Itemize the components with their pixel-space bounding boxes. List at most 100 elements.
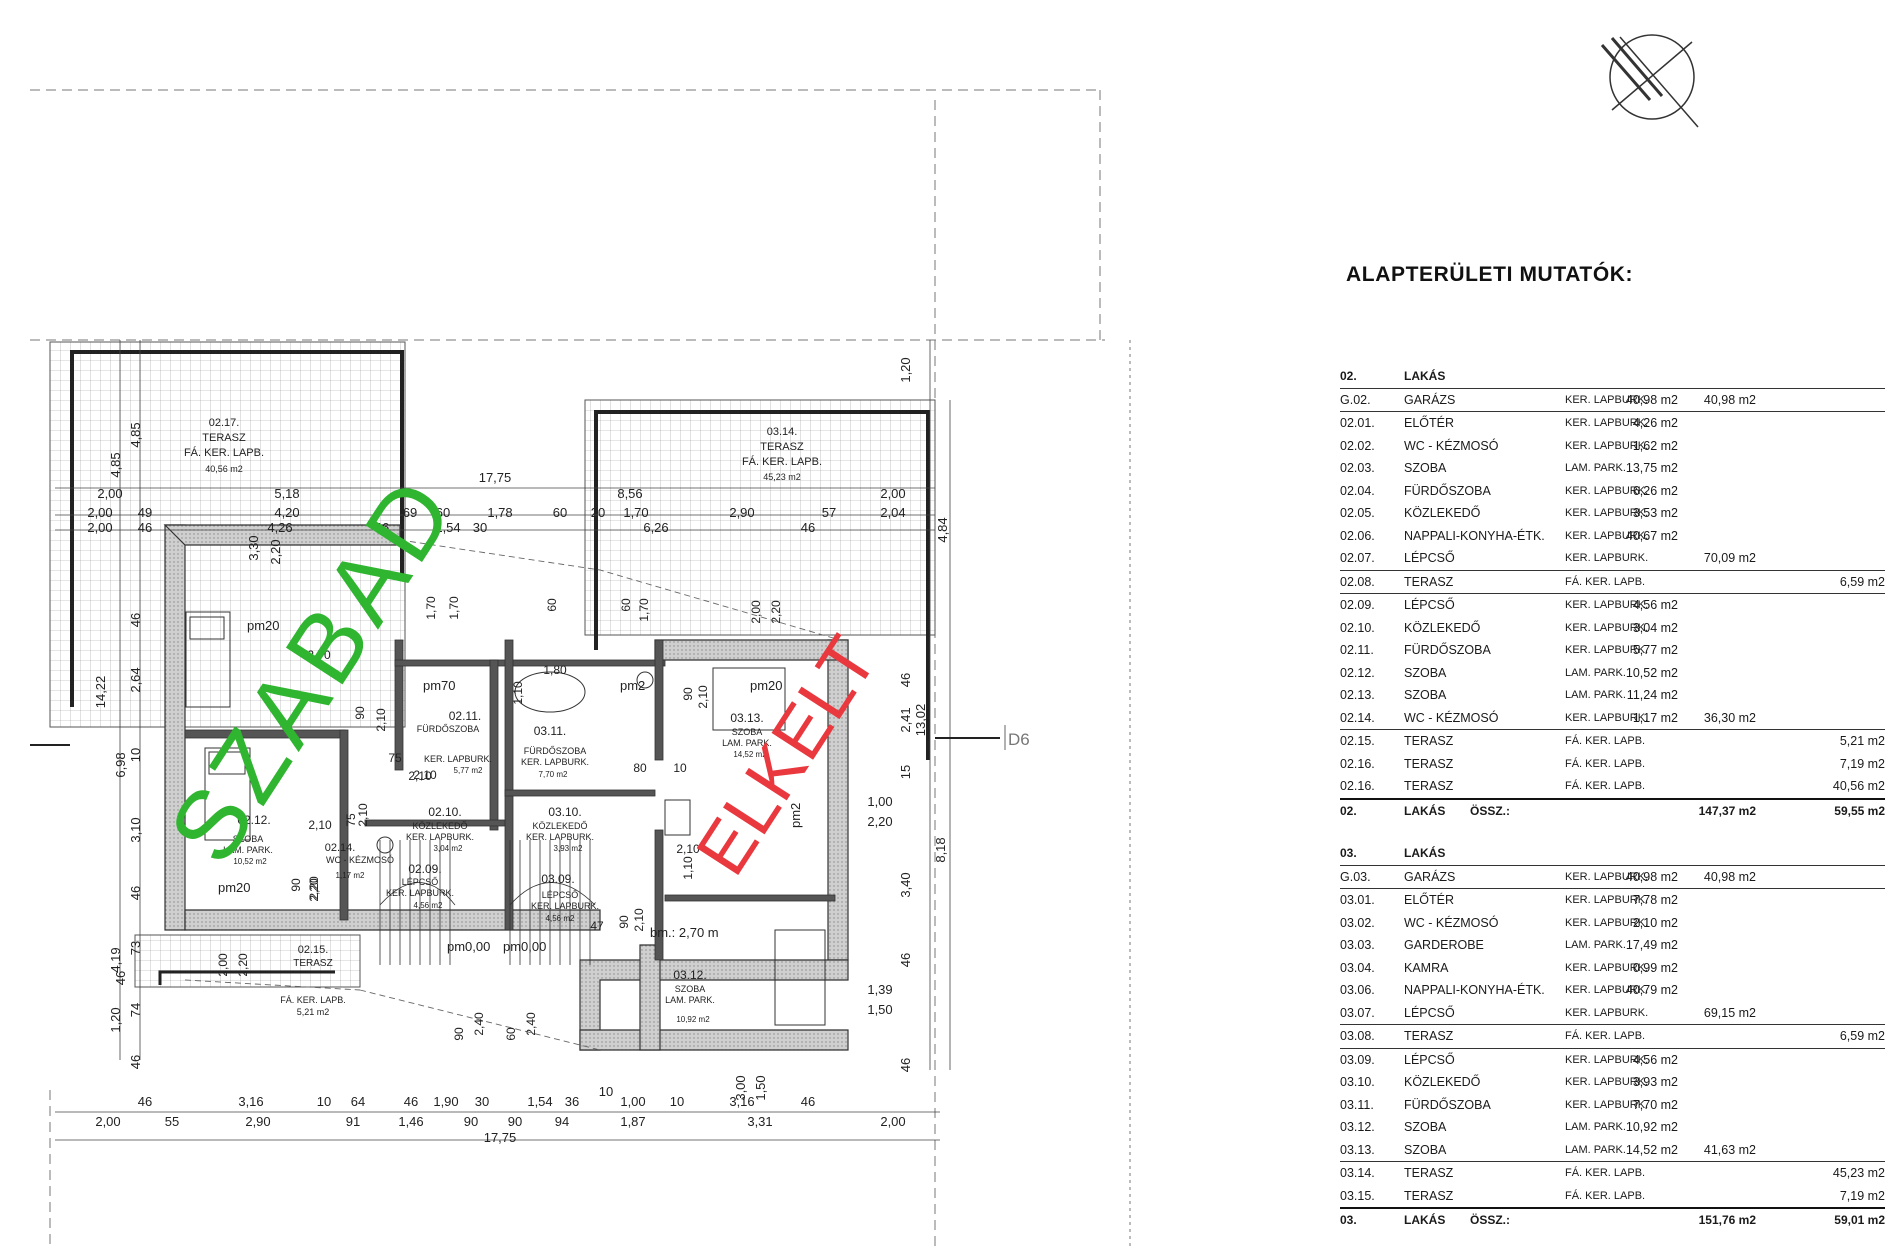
room-code: 02.14. <box>1340 710 1375 725</box>
dimension-label: 1,39 <box>867 982 892 997</box>
total-area: 151,76 m2 <box>1698 1213 1756 1227</box>
floor-finish: KER. LAPBURK. <box>1565 439 1649 452</box>
dimension-label: 1,54 <box>527 1094 552 1109</box>
dimension-numbers-bottom: 2,00 46 55 3,16 2,90 10 64 91 46 1,46 1,… <box>95 1084 905 1145</box>
bathtub-icon <box>514 671 586 713</box>
terrace-area: 40,56 m2 <box>205 464 243 474</box>
room-area: 5,77 m2 <box>454 766 483 775</box>
dimension-label: 2,10 <box>374 708 388 732</box>
dimension-label: 2,10 <box>408 769 432 783</box>
room-area: 40,98 m2 <box>1625 392 1678 407</box>
floor-finish: FÁ. KER. LAPB. <box>1565 735 1646 747</box>
room-area: 5,77 m2 <box>1632 643 1678 657</box>
room-area: 2,10 m2 <box>1632 915 1678 930</box>
floor-finish: KER. LAPBURK. <box>1565 484 1649 497</box>
dimension-label: 1,70 <box>623 505 648 520</box>
total-label: ÖSSZ.: <box>1470 1213 1511 1227</box>
room-code: 03.09. <box>541 872 574 886</box>
dimension-label: 2,90 <box>729 505 754 520</box>
dimension-label: 1,50 <box>753 1075 768 1100</box>
terrace-area: 45,23 m2 <box>1832 1166 1885 1180</box>
room-name: NAPPALI-KONYHA-ÉTK. <box>1404 983 1545 997</box>
room-code: 03.13. <box>730 711 763 725</box>
dimension-label: 1,50 <box>867 1002 892 1017</box>
room-name: FÜRDŐSZOBA <box>417 724 480 734</box>
total-name: LAKÁS <box>1404 1213 1446 1227</box>
room-code: 03.06. <box>1340 983 1375 997</box>
room-code: 03.04. <box>1340 960 1375 975</box>
dimension-label: 36 <box>565 1094 579 1109</box>
dimension-label: 2,20 <box>769 600 783 624</box>
dimension-label: 13,02 <box>913 704 928 737</box>
dimension-label: 5,18 <box>274 486 299 501</box>
bed-icon <box>712 667 786 731</box>
terrace-area: 5,21 m2 <box>297 1007 330 1017</box>
schedule-row: 03.06.NAPPALI-KONYHA-ÉTK.KER. LAPBURK.40… <box>1340 979 1885 1002</box>
dimension-label: 46 <box>898 673 913 687</box>
terrace-floor: FÁ. KER. LAPB. <box>280 995 346 1005</box>
dimension-label: 2,00 <box>87 520 112 535</box>
wc-icon <box>376 836 394 854</box>
group-area: 69,15 m2 <box>1703 1005 1756 1020</box>
room-area: 14,52 m2 <box>733 750 767 759</box>
group-area: 40,98 m2 <box>1703 392 1756 407</box>
bed-icon <box>774 929 826 1026</box>
room-area: 10,52 m2 <box>1625 665 1678 680</box>
section-name: LAKÁS <box>1404 369 1446 383</box>
room-code: 03.11. <box>534 724 566 738</box>
dimension-label: 80 <box>633 761 647 775</box>
floor-finish: KER. LAPBURK. <box>1565 507 1649 519</box>
room-area: 3,53 m2 <box>1632 506 1678 520</box>
dimension-label: 90 <box>353 706 367 720</box>
room-name: WC - KÉZMOSÓ <box>1404 915 1499 930</box>
dimension-label: 1,78 <box>487 505 512 520</box>
stairs <box>379 840 596 965</box>
floor-finish: KER. LAPBURK. <box>1565 599 1649 611</box>
total-code: 03. <box>1340 1213 1357 1227</box>
room-code: 03.10. <box>548 805 581 819</box>
room-area: 0,99 m2 <box>1632 960 1678 975</box>
room-name: KAMRA <box>1404 960 1449 975</box>
dimension-label: 1,20 <box>898 357 913 382</box>
dimension-label: 57 <box>822 505 836 520</box>
dimension-label: 1,54 <box>435 520 460 535</box>
dimension-label: 2,70 <box>307 648 331 662</box>
bed-icon <box>204 747 251 841</box>
room-code: G.03. <box>1340 869 1371 884</box>
floor-finish: FÁ. KER. LAPB. <box>1565 1189 1646 1202</box>
level-label: pm20 <box>750 678 783 693</box>
room-code: 02.16. <box>1340 779 1375 793</box>
room-area: 10,92 m2 <box>1625 1120 1678 1134</box>
dimension-label: 75 <box>344 813 358 827</box>
dimension-label: 1,00 <box>620 1094 645 1109</box>
floor-finish: LAM. PARK. <box>1565 1143 1626 1156</box>
room-name: GARÁZS <box>1404 869 1456 884</box>
dimension-label: 90 <box>617 915 631 929</box>
dimension-label: 60 <box>553 505 567 520</box>
room-name: SZOBA <box>1404 1142 1447 1157</box>
group-area: 41,63 m2 <box>1703 1142 1756 1157</box>
room-code: 02.12. <box>237 813 270 827</box>
room-name: ELŐTÉR <box>1404 416 1455 430</box>
dimension-label: 2,00 <box>880 1114 905 1129</box>
room-name: LÉPCSŐ <box>1404 1052 1455 1067</box>
sink-icon <box>636 671 654 689</box>
room-code: 02.12. <box>1340 665 1375 680</box>
room-code: 03.08. <box>1340 1029 1375 1043</box>
north-arrow-icon <box>1600 34 1699 128</box>
dimension-label: 1,70 <box>424 596 438 620</box>
room-name: KÖZLEKEDŐ <box>1404 506 1481 520</box>
dimension-label: 1,80 <box>543 663 567 677</box>
floor-finish: KER. LAPBURK. <box>1565 644 1649 656</box>
dimension-label: 64 <box>351 1094 365 1109</box>
level-labels: pm20 pm20 pm70 pm20 pm0,00 pm0,00 pm2 pm… <box>218 618 803 954</box>
terrace-02-15 <box>134 934 361 988</box>
